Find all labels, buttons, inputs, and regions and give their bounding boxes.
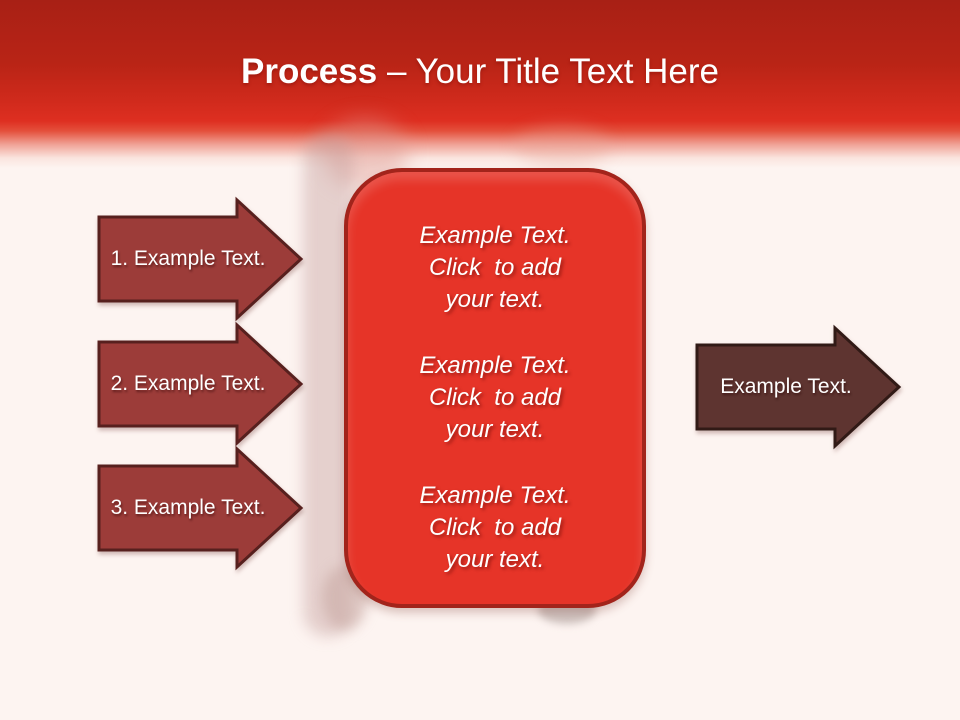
content-line: Click to add <box>428 514 562 541</box>
step-label: 1. Example Text. <box>110 247 266 270</box>
content-line: Click to add <box>428 254 562 281</box>
content-line: Example Text. <box>419 352 571 379</box>
right-arrow-shape-icon <box>695 324 902 450</box>
content-line: your text. <box>445 286 545 313</box>
right-arrow-shape-icon <box>97 445 304 571</box>
title-rest: – Your Title Text Here <box>377 52 719 91</box>
process-step-arrow-2[interactable]: 2. Example Text. <box>97 321 304 447</box>
process-step-arrow-3[interactable]: 3. Example Text. <box>97 445 304 571</box>
slide-title[interactable]: Process – Your Title Text Here <box>0 52 960 92</box>
right-arrow-shape-icon <box>97 196 304 322</box>
right-arrow-shape-icon <box>97 321 304 447</box>
content-line: your text. <box>445 416 545 443</box>
title-emphasis: Process <box>241 52 378 91</box>
step-label: 2. Example Text. <box>110 372 266 395</box>
content-paragraph-1: Example Text. Click to add your text. <box>348 220 642 316</box>
content-paragraph-2: Example Text. Click to add your text. <box>348 350 642 446</box>
content-line: your text. <box>445 546 545 573</box>
result-arrow[interactable]: Example Text. <box>695 324 902 450</box>
content-paragraph-3: Example Text. Click to add your text. <box>348 480 642 576</box>
header-band <box>0 0 960 168</box>
process-step-arrow-1[interactable]: 1. Example Text. <box>97 196 304 322</box>
content-line: Example Text. <box>419 222 571 249</box>
content-line: Example Text. <box>419 482 571 509</box>
content-line: Click to add <box>428 384 562 411</box>
content-box[interactable]: Example Text. Click to add your text. Ex… <box>344 168 646 608</box>
result-label: Example Text. <box>720 375 852 398</box>
step-label: 3. Example Text. <box>110 496 266 519</box>
